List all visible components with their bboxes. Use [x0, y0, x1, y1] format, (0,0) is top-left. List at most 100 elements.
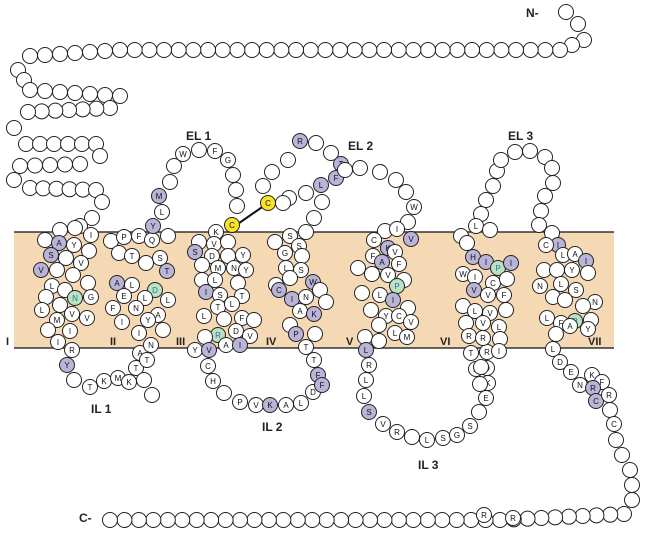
helix-7-residue — [548, 326, 564, 342]
helix-2-residue: T — [139, 352, 155, 368]
helix-3-residue: I — [232, 337, 248, 353]
il1-label: IL 1 — [91, 402, 112, 416]
residue-letter: T — [312, 356, 317, 365]
helix-label-2: II — [110, 336, 116, 348]
c-terminal-residue — [376, 512, 393, 528]
residue-letter: I — [485, 258, 487, 267]
helix-5-residue — [371, 333, 387, 349]
helix-4-residue — [267, 234, 283, 250]
el3-residue — [537, 188, 553, 204]
residue-letter: C — [229, 221, 235, 230]
residue-letter: A — [155, 311, 161, 320]
residue-letter: R — [466, 332, 472, 341]
el1-residue: F — [207, 143, 223, 159]
n-terminal-residue — [361, 42, 378, 58]
residue-letter: C — [611, 420, 617, 429]
residue-letter: D — [152, 286, 158, 295]
n-terminal-residue — [18, 136, 34, 152]
helix-6-residue: F — [496, 287, 512, 303]
el2-residue — [255, 178, 271, 194]
n-terminal-residue — [156, 42, 172, 58]
c-terminal-residue — [390, 512, 407, 528]
n-terminal-residue — [478, 42, 495, 58]
residue-letter: D — [557, 358, 563, 367]
residue-letter: A — [567, 322, 573, 331]
residue-letter: K — [126, 378, 132, 387]
residue-letter: R — [69, 346, 75, 355]
n-terminal-residue — [67, 85, 83, 101]
c-terminal-residue — [318, 512, 335, 528]
helix-3-residue: L — [293, 395, 309, 411]
residue-letter: D — [209, 252, 215, 261]
residue-letter: P — [394, 282, 399, 291]
el1-residue: G — [220, 152, 236, 168]
residue-letter: A — [379, 258, 385, 267]
c-terminal-residue — [560, 508, 577, 525]
helix-7-residue: C — [588, 393, 604, 409]
n-terminal-residue — [112, 42, 128, 58]
n-terminal-residue — [52, 46, 68, 62]
el2-residue — [298, 185, 314, 201]
residue-letter: L — [284, 264, 289, 273]
helix-label-5: V — [346, 336, 354, 348]
residue-letter: R — [484, 348, 490, 357]
n-terminal-residue — [185, 42, 202, 58]
n-terminal-residue — [20, 104, 36, 120]
n-terminal-residue — [141, 42, 158, 58]
el3-residue — [478, 192, 494, 208]
residue-letter: R — [590, 384, 596, 393]
helix-7-residue: L — [555, 247, 571, 263]
helix-3-residue: H — [205, 373, 221, 389]
helix-7-residue: L — [553, 276, 569, 292]
helix-5-residue: L — [419, 432, 435, 448]
residue-letter: L — [551, 345, 556, 354]
helix-1-residue — [81, 243, 97, 259]
c-terminal-residue — [159, 512, 176, 528]
residue-letter: W — [459, 270, 467, 279]
c-terminal-residue — [419, 512, 436, 528]
residue-letter: V — [380, 420, 386, 429]
residue-letter: L — [230, 300, 235, 309]
helix-5-residue: R — [389, 424, 405, 440]
helix-1-residue: I — [50, 334, 66, 350]
c-terminal-residue — [145, 512, 162, 528]
residue-letter: V — [69, 310, 75, 319]
loop-residue: F — [314, 377, 330, 393]
helix-5-residue: C — [366, 232, 382, 248]
residue-letter: L — [299, 399, 304, 408]
helix-7-residue — [549, 262, 565, 278]
n-terminal-residue — [558, 4, 574, 20]
residue-letter: S — [192, 248, 197, 257]
residue-letter: I — [396, 225, 398, 234]
helix-4-residue: C — [271, 282, 287, 298]
residue-letter: S — [467, 422, 472, 431]
residue-letter: L — [50, 282, 55, 291]
residue-letter: K — [101, 377, 107, 386]
helix-7-residue: N — [532, 278, 548, 294]
residue-letter: Y — [240, 251, 246, 260]
helix-2-residue — [138, 255, 154, 271]
helix-label-7: VII — [588, 336, 601, 348]
residue-letter: L — [160, 208, 165, 217]
c-terminal-residue — [289, 512, 306, 528]
n-terminal-residue — [273, 42, 290, 58]
helix-1-residue — [37, 232, 53, 248]
helix-3-residue: A — [278, 397, 294, 413]
n-terminal-residue — [47, 102, 64, 119]
c-terminal-residue — [174, 512, 191, 528]
helix-2-residue: I — [114, 314, 130, 330]
residue-letter: Y — [145, 316, 151, 325]
el3-residue — [485, 178, 501, 194]
residue-letter: N — [577, 381, 583, 390]
residue-letter: V — [487, 309, 493, 318]
helix-5-residue: L — [358, 372, 374, 388]
helix-6-residue — [459, 235, 475, 251]
helix-2-residue — [155, 322, 171, 338]
helix-1-residue: K — [121, 374, 137, 390]
el2-residue — [275, 195, 291, 211]
helix-4-residue: G — [277, 245, 293, 261]
helix-4-residue — [318, 294, 334, 310]
residue-letter: F — [559, 319, 564, 328]
residue-letter: Q — [149, 236, 155, 245]
